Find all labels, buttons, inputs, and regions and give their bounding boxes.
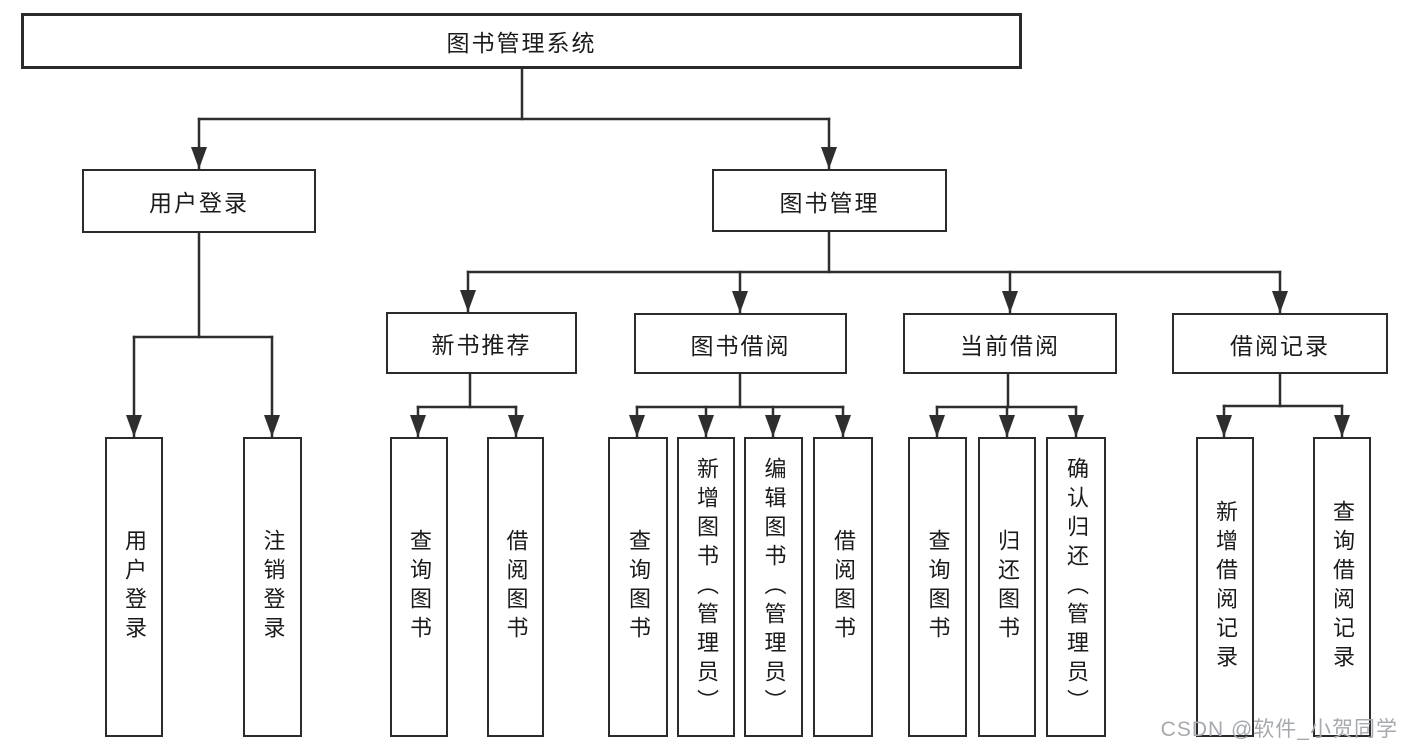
leaf-user-login-label: 用户登录 [122, 529, 147, 645]
leaf-query-borrow-record: 查询借阅记录 [1313, 437, 1371, 737]
leaf-query-books-recommend: 查询图书 [390, 437, 448, 737]
leaf-query-books-current-label: 查询图书 [925, 529, 951, 645]
node-borrow-records-label: 借阅记录 [1230, 332, 1330, 359]
leaf-confirm-return-admin: 确认归还（管理员） [1046, 437, 1106, 737]
node-new-book-recommend-label: 新书推荐 [431, 332, 532, 358]
leaf-query-borrow-record-label: 查询借阅记录 [1330, 500, 1355, 674]
node-book-management: 图书管理 [712, 169, 947, 232]
node-root-label: 图书管理系统 [446, 30, 597, 56]
node-book-management-label: 图书管理 [779, 189, 880, 216]
node-new-book-recommend: 新书推荐 [386, 312, 577, 374]
leaf-query-books-current: 查询图书 [908, 437, 967, 737]
connector-book-management-children [460, 230, 1288, 315]
connector-book-borrow-children [629, 372, 851, 439]
connector-new-book-children [410, 372, 524, 439]
leaf-add-borrow-record-label: 新增借阅记录 [1213, 500, 1238, 674]
leaf-borrow-books-recommend: 借阅图书 [487, 437, 544, 737]
leaf-user-login: 用户登录 [105, 437, 163, 737]
leaf-add-book-admin: 新增图书（管理员） [677, 437, 735, 737]
leaf-edit-book-admin-label: 编辑图书（管理员） [761, 456, 787, 718]
node-borrow-records: 借阅记录 [1172, 313, 1388, 374]
node-root: 图书管理系统 [21, 13, 1022, 69]
leaf-add-book-admin-label: 新增图书（管理员） [694, 456, 719, 718]
leaf-add-borrow-record: 新增借阅记录 [1196, 437, 1254, 737]
leaf-borrow-books-recommend-label: 借阅图书 [503, 529, 529, 645]
leaf-borrow-books-borrow: 借阅图书 [813, 437, 873, 737]
node-user-login-label: 用户登录 [149, 190, 249, 216]
leaf-query-books-borrow-label: 查询图书 [626, 529, 651, 645]
connector-borrow-records-children [1216, 372, 1350, 439]
node-book-borrow-label: 图书借阅 [690, 332, 791, 359]
node-current-borrow: 当前借阅 [903, 313, 1117, 374]
connector-root-to-level2 [191, 67, 837, 171]
leaf-query-books-recommend-label: 查询图书 [407, 529, 432, 645]
node-book-borrow: 图书借阅 [634, 313, 847, 374]
connector-user-login-children [126, 231, 280, 439]
leaf-borrow-books-borrow-label: 借阅图书 [831, 529, 856, 645]
node-user-login: 用户登录 [82, 169, 316, 233]
leaf-logout-label: 注销登录 [260, 529, 286, 645]
leaf-query-books-borrow: 查询图书 [608, 437, 668, 737]
leaf-edit-book-admin: 编辑图书（管理员） [744, 437, 803, 737]
leaf-return-books-label: 归还图书 [995, 529, 1020, 645]
leaf-return-books: 归还图书 [978, 437, 1036, 737]
connector-current-borrow-children [929, 372, 1084, 439]
leaf-logout: 注销登录 [243, 437, 302, 737]
leaf-confirm-return-admin-label: 确认归还（管理员） [1064, 456, 1089, 718]
node-current-borrow-label: 当前借阅 [960, 332, 1060, 359]
